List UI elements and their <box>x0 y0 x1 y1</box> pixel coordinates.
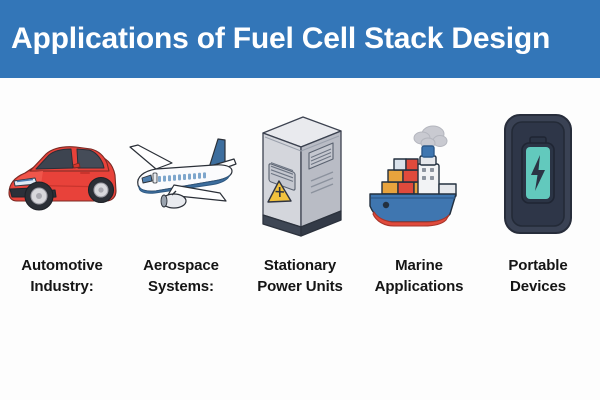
airplane-illustration <box>122 100 240 250</box>
car-icon <box>3 121 121 229</box>
portable-battery-device-icon <box>479 105 597 245</box>
application-label-stationary: Stationary Power Units <box>257 256 343 297</box>
application-item-aerospace: Aerospace Systems: <box>122 100 240 297</box>
application-item-portable: Portable Devices <box>479 100 597 297</box>
airplane-icon <box>122 121 240 229</box>
power-cabinet-icon <box>241 105 359 245</box>
label-line-1: Automotive <box>21 257 103 274</box>
label-line-1: Stationary <box>263 257 337 274</box>
label-line-2: Devices <box>509 277 566 295</box>
page-title: Applications of Fuel Cell Stack Design <box>11 22 551 55</box>
application-item-automotive: Automotive Industry: <box>3 100 121 297</box>
application-label-marine: Marine Applications <box>375 256 464 297</box>
label-line-1: Portable <box>508 257 568 274</box>
label-line-2: Systems: <box>148 277 214 295</box>
label-line-2: Industry: <box>30 277 94 295</box>
power-cabinet-illustration <box>241 100 359 250</box>
label-line-1: Aerospace <box>143 257 219 274</box>
portable-device-illustration <box>479 100 597 250</box>
label-line-2: Power Units <box>257 277 343 295</box>
label-line-1: Marine <box>395 257 443 274</box>
header-banner: Applications of Fuel Cell Stack Design <box>0 0 600 78</box>
application-label-aerospace: Aerospace Systems: <box>143 256 219 297</box>
application-item-stationary: Stationary Power Units <box>241 100 359 297</box>
label-line-2: Applications <box>374 277 464 295</box>
application-label-portable: Portable Devices <box>508 256 567 297</box>
container-ship-icon <box>360 110 478 240</box>
application-item-marine: Marine Applications <box>360 100 478 297</box>
application-label-automotive: Automotive Industry: <box>21 256 103 297</box>
car-illustration <box>3 100 121 250</box>
applications-row: Automotive Industry: <box>0 100 600 325</box>
container-ship-illustration <box>360 100 478 250</box>
